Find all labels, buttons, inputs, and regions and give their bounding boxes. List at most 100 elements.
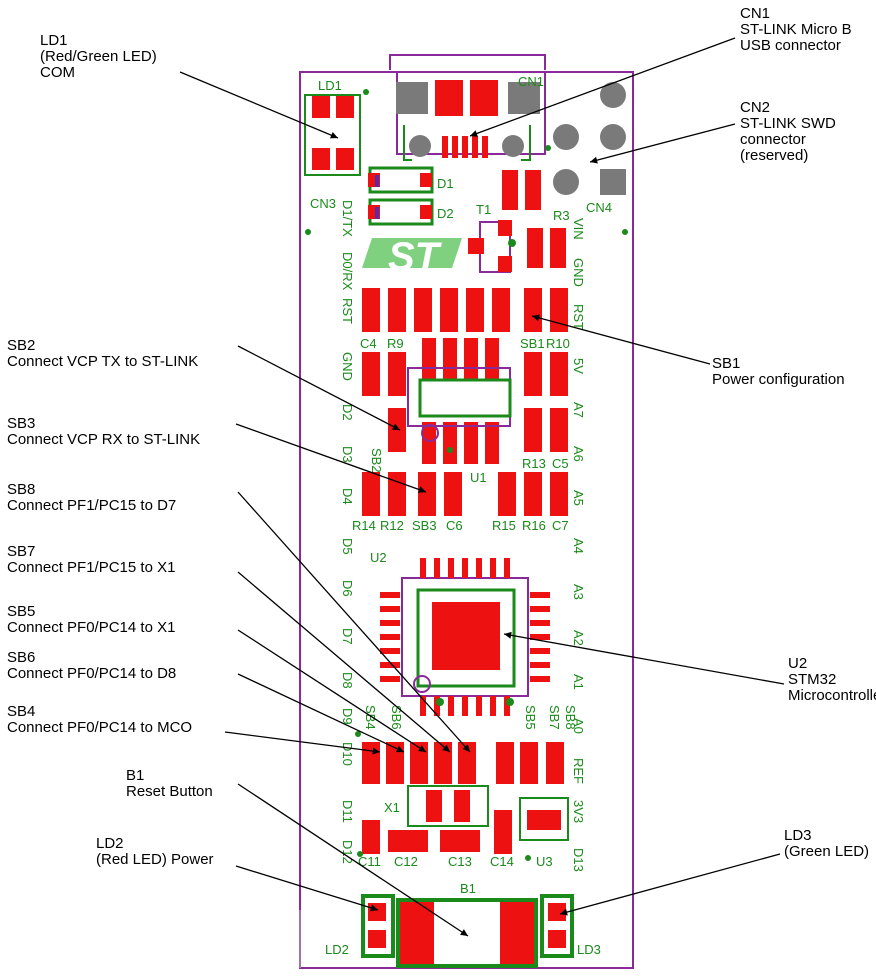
left-pin-label: D6 [340, 580, 355, 597]
bottom-components [361, 894, 574, 968]
arrowhead [560, 908, 568, 916]
silk-r13: R13 [522, 456, 546, 471]
right-pin-label: GND [571, 258, 586, 287]
left-pin-label: D0/RX [340, 252, 355, 291]
arrow-sb6 [237, 673, 405, 753]
silk-d1: D1 [437, 176, 454, 191]
x1-crystal-area [357, 785, 569, 861]
arrow-sb5 [237, 629, 427, 753]
silk-ld1: LD1 [318, 78, 342, 93]
u2-microcontroller [380, 558, 550, 716]
silk-r15: R15 [492, 518, 516, 533]
arrow-ld1 [179, 71, 339, 139]
right-pin-label: A5 [571, 490, 586, 506]
silkscreen-labels: LD1 CN1 CN3 CN4 D1 D2 T1 R3 C4 R9 SB1 R1… [310, 74, 612, 957]
arrow-ld2 [235, 865, 379, 911]
right-pin-label: A7 [571, 402, 586, 418]
right-pin-label: REF [571, 758, 586, 784]
callout-arrows [179, 37, 785, 937]
silk-c13: C13 [448, 854, 472, 869]
arrowheads [330, 130, 598, 936]
right-pin-label: 3V3 [571, 800, 586, 823]
left-pin-label: D7 [340, 628, 355, 645]
arrowhead [532, 314, 540, 322]
arrow-sb8 [237, 491, 471, 753]
silk-ld3: LD3 [577, 942, 601, 957]
arrowhead [442, 744, 450, 752]
arrow-b1 [237, 783, 469, 937]
callout-ld1-line: COM [40, 64, 75, 81]
arrowhead [392, 423, 400, 430]
callout-sb6-line: SB6 [7, 649, 35, 666]
silk-c14: C14 [490, 854, 514, 869]
callout-sb8-line: SB8 [7, 481, 35, 498]
arrowhead [370, 904, 378, 912]
silk-d2: D2 [437, 206, 454, 221]
callout-sb5-line: SB5 [7, 603, 35, 620]
callout-ld1-line: LD1 [40, 32, 68, 49]
silk-sb7: SB7 [547, 705, 562, 730]
arrowhead [590, 156, 598, 164]
arrow-sb1 [531, 315, 711, 365]
silk-u3: U3 [536, 854, 553, 869]
callout-sb2-line: Connect VCP TX to ST-LINK [7, 353, 198, 370]
ld1-led [304, 89, 628, 235]
callout-u2-line: U2 [788, 655, 807, 672]
t1-transistor [468, 220, 516, 273]
right-pin-label: A2 [571, 630, 586, 646]
silk-c4: C4 [360, 336, 377, 351]
right-pin-label: A6 [571, 446, 586, 462]
callout-sb2-line: SB2 [7, 337, 35, 354]
silk-sb3: SB3 [412, 518, 437, 533]
left-pin-label: D3 [340, 446, 355, 463]
diodes-d1-d2 [368, 166, 434, 226]
silk-x1: X1 [384, 800, 400, 815]
callout-ld2-line: (Red LED) Power [96, 851, 214, 868]
callout-sb7-line: SB7 [7, 543, 35, 560]
silk-t1: T1 [476, 202, 491, 217]
silk-c11: C11 [358, 854, 381, 869]
callout-cn1-line: ST-LINK Micro B [740, 21, 852, 38]
right-pin-label: D13 [571, 848, 586, 872]
callout-sb7-line: Connect PF1/PC15 to X1 [7, 559, 175, 576]
callout-cn2-line: ST-LINK SWD [740, 115, 836, 132]
right-pin-label: A0 [571, 718, 586, 734]
top-right-passives [502, 170, 566, 268]
callout-cn1-line: CN1 [740, 5, 770, 22]
arrowhead [504, 631, 512, 639]
callout-u2-line: Microcontroller [788, 687, 876, 704]
arrow-cn2 [589, 123, 736, 163]
arrowhead [462, 744, 470, 752]
arrow-cn1 [469, 37, 736, 137]
mid-right-passives [498, 352, 568, 516]
silk-c7: C7 [552, 518, 569, 533]
right-pin-label: A4 [571, 538, 586, 554]
silk-r9: R9 [387, 336, 404, 351]
callout-sb4-line: SB4 [7, 703, 35, 720]
arrow-u2 [503, 633, 785, 685]
callout-sb8-line: Connect PF1/PC15 to D7 [7, 497, 176, 514]
arrow-sb2 [237, 345, 401, 431]
left-pin-label: RST [340, 298, 355, 324]
callout-sb5-line: Connect PF0/PC14 to X1 [7, 619, 175, 636]
cn4-swd-connector [553, 82, 626, 195]
solder-bridges [355, 731, 564, 784]
silk-b1: B1 [460, 881, 476, 896]
right-pin-label: VIN [571, 218, 586, 240]
silk-u1: U1 [470, 470, 487, 485]
callout-ld3-line: (Green LED) [784, 843, 869, 860]
silk-cn4: CN4 [586, 200, 612, 215]
arrowhead [418, 745, 426, 752]
silk-c6: C6 [446, 518, 463, 533]
callout-ld2-line: LD2 [96, 835, 124, 852]
silk-u2: U2 [370, 550, 387, 565]
callout-ld3-line: LD3 [784, 827, 812, 844]
silk-sb8: SB8 [563, 705, 578, 730]
silk-r3: R3 [553, 208, 570, 223]
arrow-sb3 [235, 423, 427, 493]
arrowhead [460, 929, 468, 936]
silk-r16: R16 [522, 518, 546, 533]
u1-chip [407, 338, 512, 464]
silk-r14: R14 [352, 518, 376, 533]
